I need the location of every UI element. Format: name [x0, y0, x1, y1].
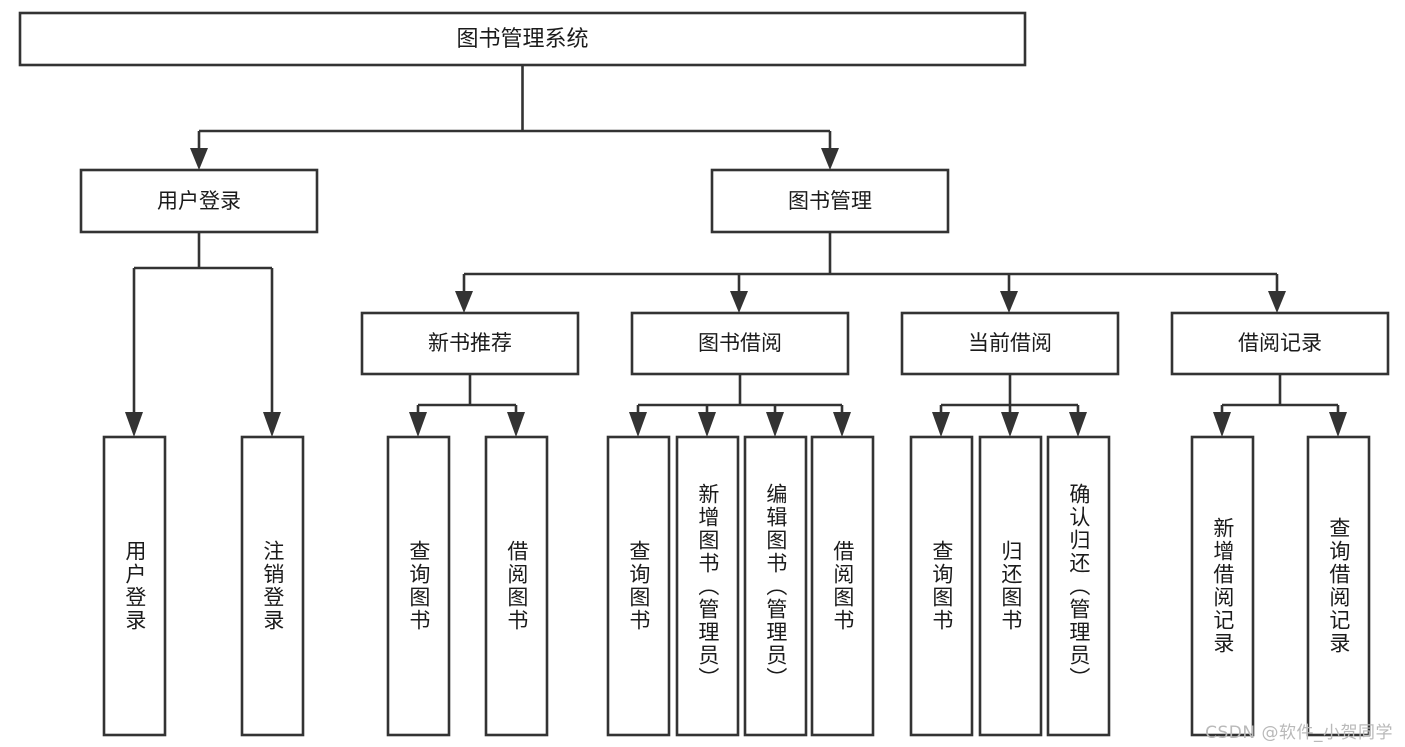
node-leaf-add-record-box[interactable] [1190, 435, 1255, 737]
arrowhead-leaf-user-logout [263, 412, 281, 437]
leaf-boxes [102, 435, 1371, 737]
node-user-login-box[interactable] [79, 168, 319, 234]
node-leaf-query-book-1-box[interactable] [386, 435, 451, 737]
node-book-borrow-box[interactable] [630, 311, 850, 376]
node-root-box[interactable] [18, 11, 1027, 67]
node-leaf-user-login-box[interactable] [102, 435, 167, 737]
arrowhead-leaf-add-record [1213, 412, 1231, 437]
node-leaf-query-record-box[interactable] [1306, 435, 1371, 737]
arrowhead-borrow-record [1268, 291, 1286, 313]
node-user-login-label: 用户登录 [157, 189, 241, 213]
node-leaf-user-logout-box[interactable] [240, 435, 305, 737]
node-book-borrow-label: 图书借阅 [698, 331, 782, 355]
node-root[interactable]: 图书管理系统 [18, 11, 1027, 67]
node-leaf-add-book-box[interactable] [675, 435, 740, 737]
arrowhead-leaf-return-book [1001, 412, 1019, 437]
arrowhead-leaf-edit-book [766, 412, 784, 437]
node-book-management-label: 图书管理 [788, 189, 872, 213]
arrowhead-leaf-confirm-return [1069, 412, 1087, 437]
arrowhead-user-login [190, 148, 208, 170]
arrowhead-book-management [821, 148, 839, 170]
arrowhead-leaf-query-book-2 [629, 412, 647, 437]
node-user-login[interactable]: 用户登录 [79, 168, 319, 234]
arrowhead-leaf-query-book-3 [932, 412, 950, 437]
node-leaf-borrow-book-1-box[interactable] [484, 435, 549, 737]
arrowhead-new-book-recommend [455, 291, 473, 313]
node-book-management[interactable]: 图书管理 [710, 168, 950, 234]
node-borrow-record-box[interactable] [1170, 311, 1390, 376]
node-book-borrow[interactable]: 图书借阅 [630, 311, 850, 376]
arrowhead-leaf-add-book [698, 412, 716, 437]
node-root-label: 图书管理系统 [456, 27, 588, 52]
arrowhead-book-borrow [730, 291, 748, 313]
node-new-book-recommend[interactable]: 新书推荐 [360, 311, 580, 376]
node-leaf-confirm-return-box[interactable] [1046, 435, 1111, 737]
arrowhead-leaf-query-record [1329, 412, 1347, 437]
node-current-borrow-box[interactable] [900, 311, 1120, 376]
node-leaf-query-book-3-box[interactable] [909, 435, 974, 737]
node-book-management-box[interactable] [710, 168, 950, 234]
watermark: CSDN @软件_小贺同学 [1205, 723, 1393, 743]
node-leaf-edit-book-box[interactable] [743, 435, 808, 737]
node-borrow-record[interactable]: 借阅记录 [1170, 311, 1390, 376]
connectors [125, 65, 1347, 437]
node-leaf-query-book-2-box[interactable] [606, 435, 671, 737]
node-new-book-recommend-label: 新书推荐 [428, 331, 512, 355]
node-new-book-recommend-box[interactable] [360, 311, 580, 376]
arrowhead-leaf-borrow-book-1 [507, 412, 525, 437]
arrowhead-leaf-query-book-1 [409, 412, 427, 437]
node-leaf-borrow-book-2-box[interactable] [810, 435, 875, 737]
node-borrow-record-label: 借阅记录 [1238, 331, 1322, 355]
arrowhead-leaf-user-login [125, 412, 143, 437]
node-leaf-return-book-box[interactable] [978, 435, 1043, 737]
node-current-borrow[interactable]: 当前借阅 [900, 311, 1120, 376]
arrowhead-current-borrow [1000, 291, 1018, 313]
arrowhead-leaf-borrow-book-2 [833, 412, 851, 437]
node-current-borrow-label: 当前借阅 [968, 331, 1052, 355]
